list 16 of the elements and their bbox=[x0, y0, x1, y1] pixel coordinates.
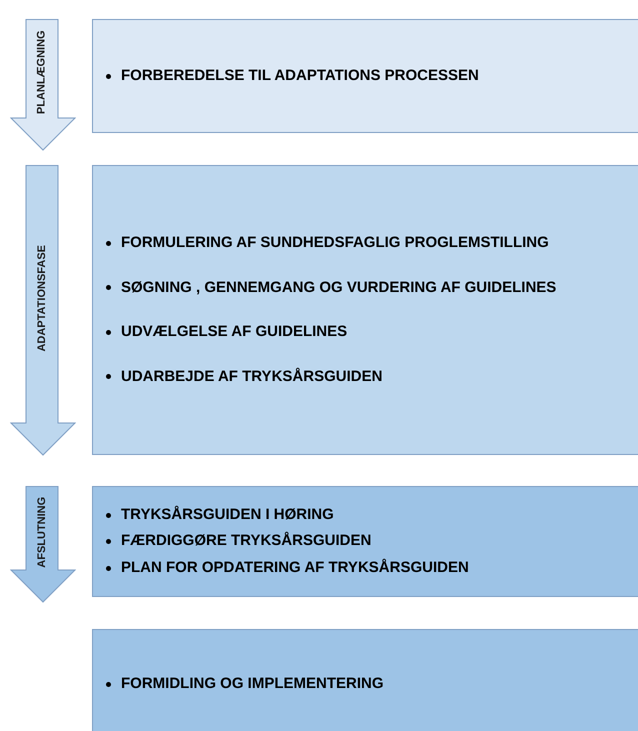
phase-label: ADAPTATIONSFASE bbox=[34, 244, 49, 352]
step-text: PLAN FOR OPDATERING AF TRYKSÅRSGUIDEN bbox=[121, 558, 469, 578]
step-text: TRYKSÅRSGUIDEN I HØRING bbox=[121, 504, 334, 525]
phase-label: PLANLÆGNING bbox=[34, 30, 49, 114]
step-text: UDVÆLGELSE AF GUIDELINES bbox=[121, 322, 348, 342]
step-text: SØGNING , GENNEMGANG OG VURDERING AF GUIDELINES bbox=[121, 278, 556, 298]
step-text: FORMULERING AF SUNDHEDSFAGLIG PROGLEMSTILLING bbox=[121, 233, 549, 253]
step-text: FÆRDIGGØRE TRYKSÅRSGUIDEN bbox=[121, 530, 372, 552]
step-text: UDARBEJDE AF TRYKSÅRSGUIDEN bbox=[121, 366, 382, 386]
step-box bbox=[92, 486, 638, 597]
step-text: FORMIDLING OG IMPLEMENTERING bbox=[121, 674, 384, 694]
step-box bbox=[92, 165, 638, 455]
step-box bbox=[92, 19, 638, 133]
step-text: FORBEREDELSE TIL ADAPTATIONS PROCESSEN bbox=[121, 66, 479, 86]
step-box bbox=[92, 629, 638, 731]
phase-label: AFSLUTNING bbox=[34, 496, 49, 568]
